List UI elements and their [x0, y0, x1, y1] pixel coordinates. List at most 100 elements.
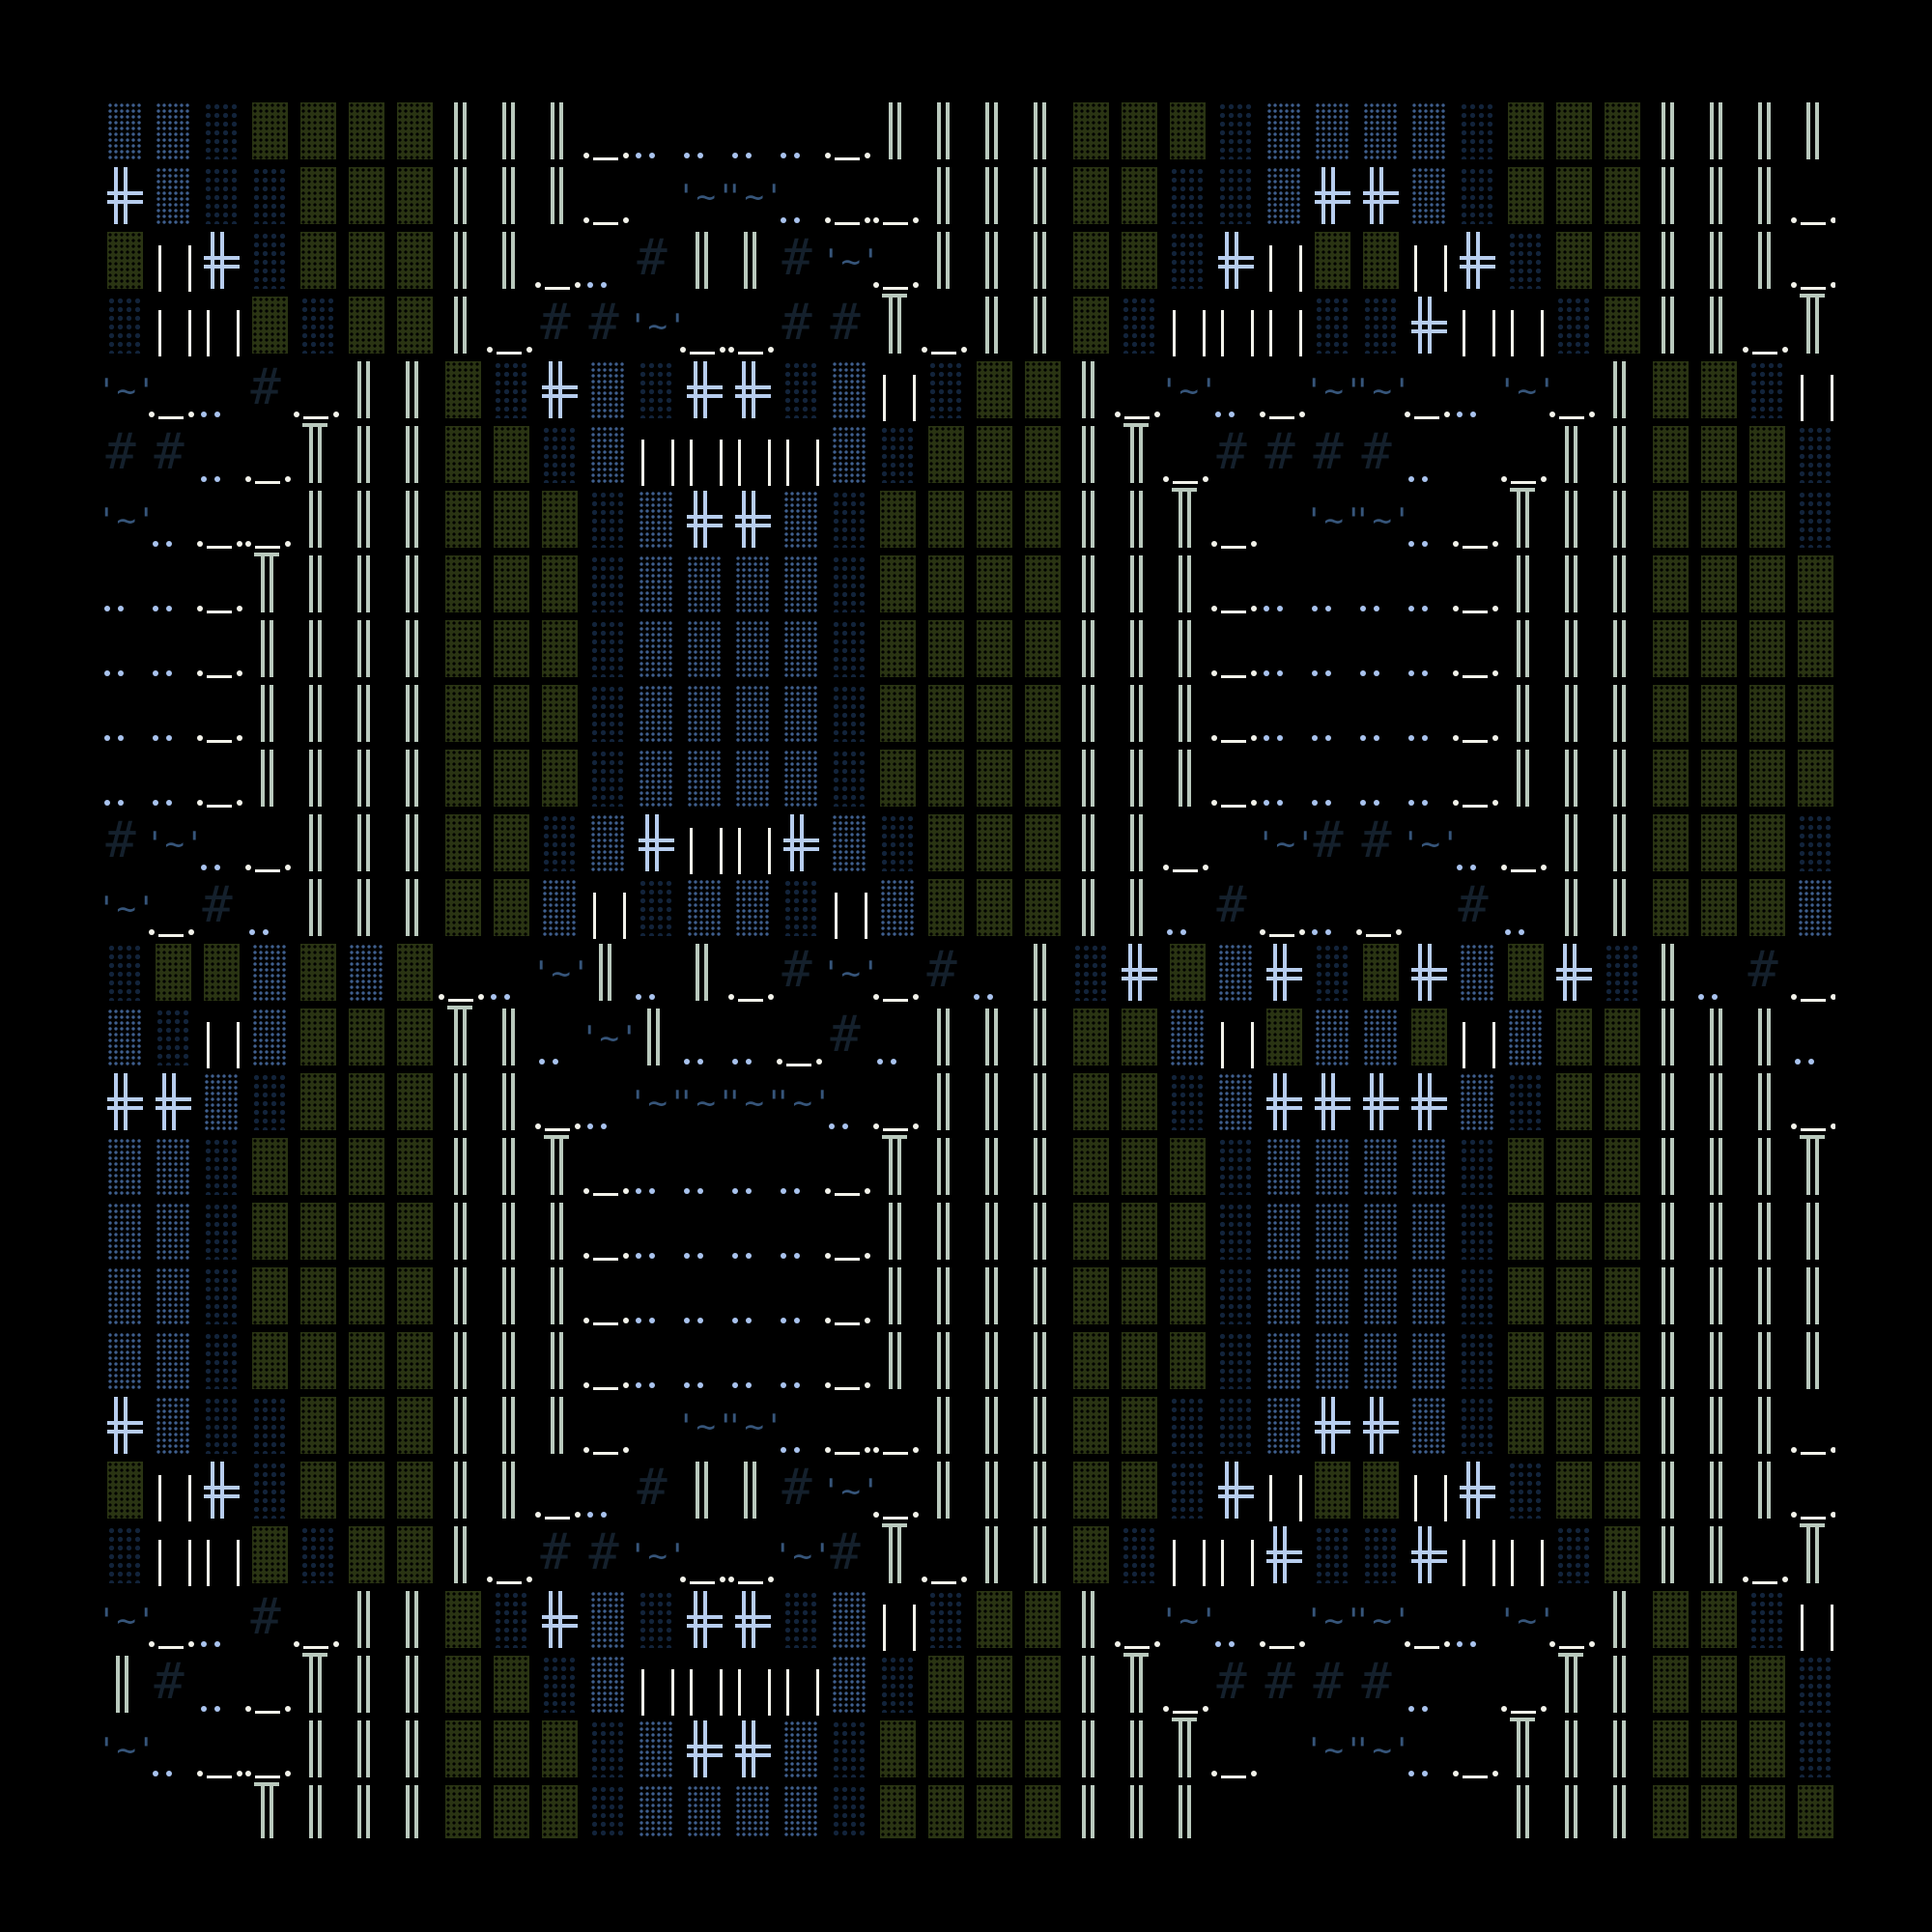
- double-wall-icon: [386, 488, 435, 553]
- glyph-stroke: [1325, 735, 1331, 741]
- tile-fill: [1749, 685, 1785, 742]
- tile-fill: [349, 944, 384, 1001]
- grate-icon: #: [1352, 423, 1401, 488]
- glyph-stroke: [318, 1785, 322, 1838]
- tile-fill: [832, 814, 867, 871]
- tile-fill: [1025, 426, 1061, 483]
- moss-floor-tile-icon: [1546, 164, 1594, 229]
- glyph-stroke: [1315, 191, 1350, 195]
- double-wall-icon: [918, 229, 966, 294]
- glyph-stroke: [1218, 256, 1254, 260]
- glyph-stroke: [1091, 1785, 1094, 1838]
- glyph-stroke: [261, 750, 265, 807]
- glyph-stroke: [1221, 611, 1246, 613]
- glyph-stroke: [680, 1577, 686, 1582]
- glyph-stroke: [414, 1720, 418, 1777]
- tile-fill: [1749, 361, 1785, 418]
- glyph-stroke: [1312, 929, 1318, 935]
- glyph-stroke: [1266, 977, 1302, 980]
- glyph-symbol: #: [1361, 1653, 1392, 1711]
- glyph-stroke: [1815, 1526, 1819, 1583]
- tile-fill: [1701, 814, 1737, 871]
- glyph-stroke: [1331, 167, 1335, 224]
- ledge-icon: [435, 941, 484, 1006]
- moss-floor-tile-icon: [966, 553, 1014, 617]
- glyph-stroke: [1831, 1605, 1833, 1651]
- glyph-stroke: [478, 994, 484, 1000]
- glyph-stroke: [1251, 1540, 1254, 1586]
- glyph-stroke: [204, 265, 240, 269]
- double-wall-icon: [918, 1329, 966, 1394]
- ledge-icon: [1497, 811, 1547, 876]
- water-icon: '~': [1497, 1588, 1556, 1653]
- glyph-symbol: '~': [1352, 1731, 1412, 1770]
- glyph-stroke: [889, 1332, 893, 1389]
- glyph-stroke: [237, 1022, 240, 1068]
- glyph-stroke: [1260, 929, 1265, 935]
- glyph-stroke: [559, 167, 563, 224]
- tile-fill: [832, 620, 867, 677]
- glyph-stroke: [1525, 750, 1529, 807]
- glyph-stroke: [414, 1591, 418, 1648]
- double-wall-icon: [1497, 747, 1546, 811]
- double-wall-icon: [483, 1264, 531, 1329]
- double-wall-icon: [338, 617, 386, 682]
- glyph-stroke: [922, 1577, 927, 1582]
- glyph-stroke: [593, 1322, 618, 1325]
- glyph-stroke: [1091, 1656, 1094, 1713]
- glyph-stroke: [931, 352, 956, 355]
- glyph-stroke: [511, 1009, 515, 1065]
- ledge-icon: [1787, 1070, 1835, 1135]
- tile-fill: [445, 879, 481, 936]
- tile-fill: [735, 685, 771, 742]
- glyph-stroke: [994, 1009, 998, 1065]
- blue-rubble-tile-icon: [628, 747, 676, 811]
- pebbles-icon: [1352, 682, 1401, 747]
- dark-rubble-tile-icon: [290, 294, 338, 358]
- glyph-stroke: [1463, 611, 1488, 613]
- glyph-stroke: [768, 994, 774, 1000]
- double-wall-icon: [531, 164, 580, 229]
- glyph-stroke: [366, 814, 370, 871]
- tile-fill: [1122, 1462, 1157, 1519]
- double-wall-icon: [290, 553, 338, 617]
- dark-rubble-tile-icon: [1208, 1394, 1256, 1459]
- glyph-stroke: [1767, 167, 1771, 224]
- glyph-stroke: [994, 102, 998, 159]
- glyph-stroke: [149, 1641, 155, 1647]
- glyph-stroke: [1042, 1526, 1046, 1583]
- glyph-stroke: [1428, 944, 1432, 1001]
- pebbles-icon: [1497, 876, 1546, 941]
- double-wall-icon: [1594, 358, 1642, 423]
- glyph-stroke: [511, 102, 515, 159]
- glyph-stroke: [1444, 245, 1447, 292]
- glyph-stroke: [1123, 1653, 1149, 1657]
- blue-rubble-tile-icon: [1497, 1006, 1546, 1070]
- glyph-stroke: [542, 385, 578, 389]
- tile-fill: [1218, 167, 1254, 224]
- glyph-symbol: '~': [724, 1084, 784, 1122]
- double-wall-icon: [1642, 294, 1690, 358]
- glyph-stroke: [738, 828, 741, 874]
- tile-fill: [1170, 944, 1206, 1001]
- glyph-stroke: [1269, 1475, 1272, 1521]
- glyph-stroke: [188, 1540, 191, 1586]
- glyph-stroke: [1466, 232, 1470, 289]
- tile-fill: [1749, 1785, 1785, 1838]
- glyph-stroke: [237, 800, 242, 806]
- moss-floor-tile-icon: [1256, 1006, 1304, 1070]
- glyph-stroke: [1767, 1462, 1771, 1519]
- tile-fill: [1170, 167, 1206, 224]
- glyph-stroke: [1791, 1512, 1797, 1518]
- glyph-stroke: [285, 1771, 291, 1776]
- moss-floor-tile-icon: [1787, 617, 1835, 682]
- glyph-stroke: [406, 750, 410, 807]
- double-wall-icon: [1594, 1782, 1642, 1838]
- glyph-stroke: [166, 606, 172, 611]
- glyph-stroke: [406, 491, 410, 548]
- tile-fill: [300, 1332, 336, 1389]
- tile-fill: [1508, 232, 1544, 289]
- moss-floor-tile-icon: [386, 1006, 435, 1070]
- glyph-stroke: [406, 1720, 410, 1777]
- door-bars-icon: [724, 811, 773, 876]
